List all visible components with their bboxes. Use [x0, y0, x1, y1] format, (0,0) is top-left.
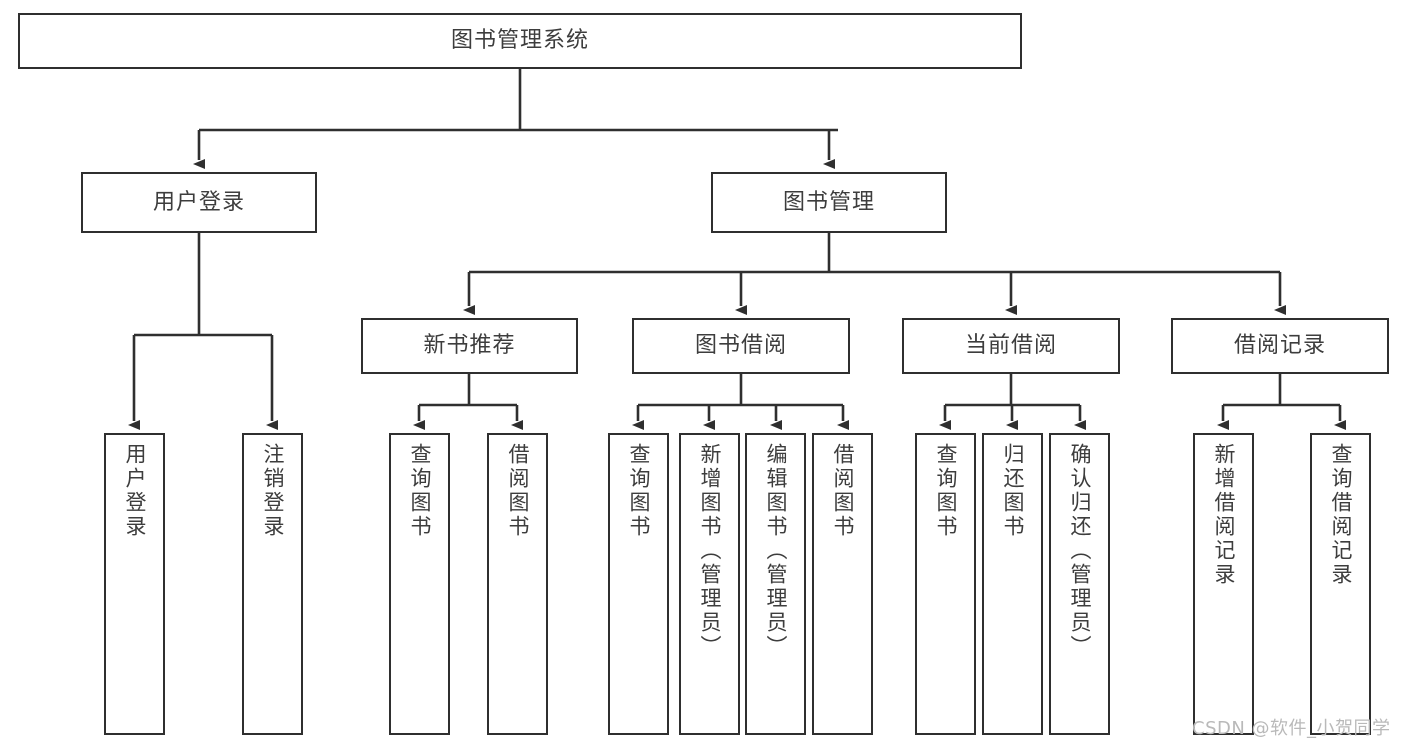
node-leaf-query-record-label: 查询借阅记录 — [1329, 443, 1353, 587]
node-leaf-add-book-label: 新增图书（管理员） — [698, 443, 722, 659]
node-new-book-recommend[interactable]: 新书推荐 — [361, 318, 578, 374]
node-leaf-confirm-return-label: 确认归还（管理员） — [1068, 443, 1092, 659]
edge-new-book-recommend-to-leaves — [413, 374, 523, 430]
node-root-label: 图书管理系统 — [450, 28, 589, 54]
node-borrow-record-label: 借阅记录 — [1233, 333, 1326, 359]
node-leaf-query-record[interactable]: 查询借阅记录 — [1310, 433, 1371, 735]
node-leaf-add-record[interactable]: 新增借阅记录 — [1193, 433, 1254, 735]
node-leaf-confirm-return[interactable]: 确认归还（管理员） — [1049, 433, 1110, 735]
node-leaf-user-login-label: 用户登录 — [123, 443, 147, 539]
node-leaf-borrow-book-2-label: 借阅图书 — [831, 443, 855, 539]
watermark-text: CSDN @软件_小贺同学 — [1192, 718, 1391, 739]
node-leaf-query-book-2[interactable]: 查询图书 — [608, 433, 669, 735]
edge-book-borrow-to-leaves — [632, 374, 849, 430]
edge-current-borrow-to-leaves — [939, 374, 1086, 430]
node-new-book-recommend-label: 新书推荐 — [423, 333, 516, 359]
node-book-borrow[interactable]: 图书借阅 — [632, 318, 850, 374]
node-leaf-add-record-label: 新增借阅记录 — [1212, 443, 1236, 587]
node-leaf-edit-book-label: 编辑图书（管理员） — [764, 443, 788, 659]
edge-root-to-level2 — [193, 69, 838, 169]
node-leaf-borrow-book-1-label: 借阅图书 — [506, 443, 530, 539]
node-leaf-user-login[interactable]: 用户登录 — [104, 433, 165, 735]
edge-user-login-to-leaves — [128, 233, 278, 430]
node-leaf-query-book-3-label: 查询图书 — [934, 443, 958, 539]
node-leaf-return-book[interactable]: 归还图书 — [982, 433, 1043, 735]
node-leaf-query-book-2-label: 查询图书 — [627, 443, 651, 539]
node-current-borrow[interactable]: 当前借阅 — [902, 318, 1120, 374]
node-book-management-label: 图书管理 — [782, 189, 875, 215]
node-leaf-edit-book[interactable]: 编辑图书（管理员） — [745, 433, 806, 735]
node-leaf-query-book-3[interactable]: 查询图书 — [915, 433, 976, 735]
node-leaf-borrow-book-2[interactable]: 借阅图书 — [812, 433, 873, 735]
edge-borrow-record-to-leaves — [1217, 374, 1346, 430]
node-leaf-borrow-book-1[interactable]: 借阅图书 — [487, 433, 548, 735]
node-user-login-label: 用户登录 — [152, 189, 245, 215]
node-borrow-record[interactable]: 借阅记录 — [1171, 318, 1389, 374]
node-leaf-query-book-1[interactable]: 查询图书 — [389, 433, 450, 735]
node-leaf-logout[interactable]: 注销登录 — [242, 433, 303, 735]
edge-book-management-to-level3 — [463, 233, 1286, 315]
node-user-login[interactable]: 用户登录 — [81, 172, 317, 233]
node-leaf-return-book-label: 归还图书 — [1001, 443, 1025, 539]
node-book-management[interactable]: 图书管理 — [711, 172, 947, 233]
node-book-borrow-label: 图书借阅 — [694, 333, 787, 359]
node-leaf-add-book[interactable]: 新增图书（管理员） — [679, 433, 740, 735]
node-current-borrow-label: 当前借阅 — [964, 333, 1057, 359]
node-root[interactable]: 图书管理系统 — [18, 13, 1022, 69]
node-leaf-query-book-1-label: 查询图书 — [408, 443, 432, 539]
node-leaf-logout-label: 注销登录 — [261, 443, 285, 539]
